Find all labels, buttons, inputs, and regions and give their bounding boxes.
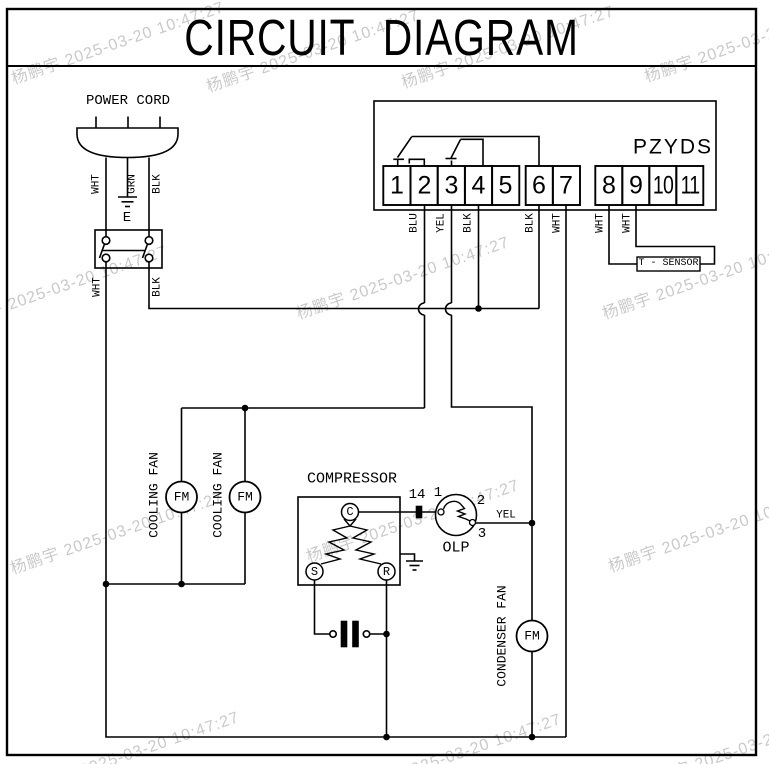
wire-blk-run — [148, 262, 539, 310]
terminal-3: 3 — [444, 171, 459, 200]
terminal-8: 8 — [602, 171, 616, 200]
earth-label: E — [122, 210, 132, 226]
compressor-c-label: C — [346, 505, 354, 519]
terminal-7: 7 — [559, 171, 573, 200]
wire-label-blk-4: BLK — [524, 213, 537, 233]
relay-contacts — [393, 135, 540, 166]
compressor-s-label: S — [310, 564, 319, 579]
terminal-5: 5 — [498, 171, 513, 200]
olp-connector-14: 14 — [408, 487, 426, 503]
terminal-10: 10 — [652, 171, 674, 200]
fan-motor-fm-1: FM — [173, 489, 190, 505]
compressor-label: COMPRESSOR — [306, 470, 398, 488]
compressor-windings — [320, 518, 382, 565]
title-bar: CIRCUIT DIAGRAM — [6, 8, 757, 66]
power-plug — [76, 116, 179, 159]
wire-label-wht-3: WHT — [551, 213, 564, 233]
wire-label-blk: BLK — [151, 174, 164, 194]
controller-model: PZYDS — [632, 135, 714, 159]
wire-label-wht: WHT — [90, 174, 103, 194]
terminal-9: 9 — [629, 171, 643, 200]
olp-pin-3: 3 — [477, 526, 487, 542]
cooling-fan-1-label: COOLING FAN — [146, 452, 162, 538]
wire-label-wht-5: WHT — [621, 213, 634, 233]
terminal-4: 4 — [471, 171, 486, 200]
fan-motor-fm-3: FM — [524, 628, 540, 644]
wire-hop — [444, 302, 452, 316]
wire-label-grn: GRN — [126, 174, 139, 194]
controller-wires — [417, 205, 716, 737]
wire-wht-run — [105, 262, 566, 738]
terminal-6: 6 — [532, 171, 546, 200]
junction-dots — [102, 305, 536, 741]
wire-label-yel: YEL — [435, 213, 448, 233]
terminal-2: 2 — [417, 171, 432, 200]
olp-label: OLP — [442, 539, 470, 557]
cooling-fan-2-label: COOLING FAN — [210, 452, 226, 538]
cooling-fan-motor-2 — [228, 480, 262, 514]
connector-14-mark — [415, 505, 423, 519]
olp-pin-2: 2 — [476, 493, 486, 509]
fan-motor-fm-2: FM — [237, 489, 253, 505]
t-sensor-box — [636, 256, 701, 272]
olp-pin-1: 1 — [433, 485, 443, 501]
wire-label-blu: BLU — [408, 213, 421, 233]
wire-label-wht-4: WHT — [594, 213, 607, 233]
compressor-r-label: R — [382, 564, 391, 579]
olp-symbol — [434, 493, 478, 537]
compressor-box — [297, 496, 401, 586]
power-cord-label: POWER CORD — [85, 93, 171, 109]
page-title: CIRCUIT DIAGRAM — [184, 8, 579, 66]
wire-label-blk-3: BLK — [462, 213, 475, 233]
controller-box — [373, 100, 717, 211]
condenser-fan-motor — [515, 619, 549, 653]
wire-hop — [417, 302, 425, 316]
wire-label-wht-2: WHT — [91, 277, 104, 297]
earth-symbol — [118, 196, 137, 208]
capacitor-branch — [313, 580, 387, 648]
wire-label-blk-2: BLK — [151, 277, 164, 297]
olp-wire-yel-label: YEL — [496, 509, 516, 522]
cooling-fan-motor-1 — [165, 480, 198, 514]
compressor-ground — [400, 553, 423, 571]
terminal-11: 11 — [680, 171, 700, 200]
page-border — [5, 7, 758, 757]
condenser-fan-label: CONDENSER FAN — [494, 585, 510, 687]
power-switch — [94, 229, 163, 269]
t-sensor-label: T - SENSOR — [638, 258, 699, 269]
terminal-1: 1 — [390, 171, 404, 200]
